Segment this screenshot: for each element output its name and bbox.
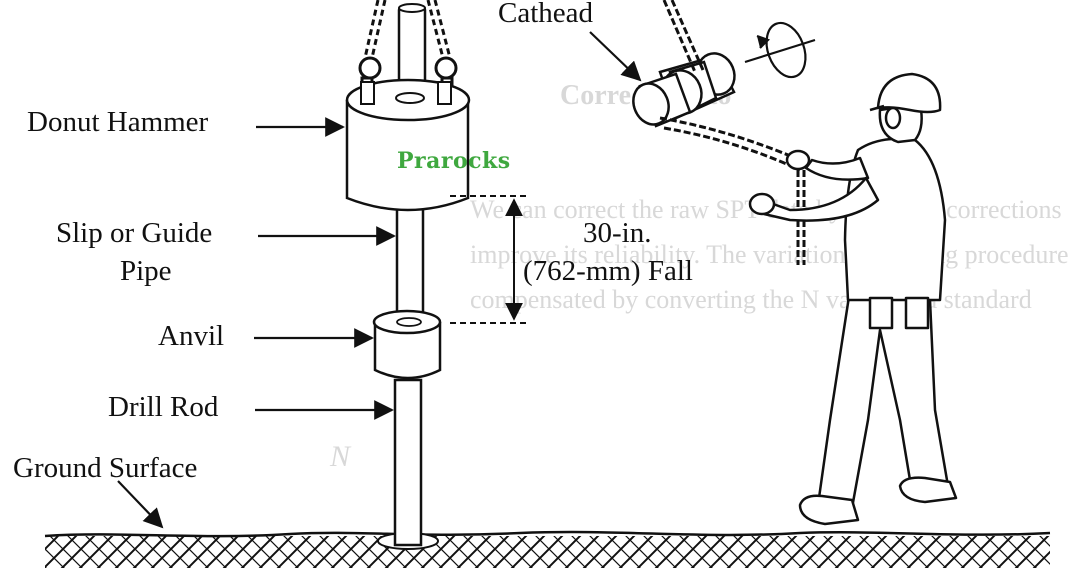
- donut-hammer: [345, 78, 471, 212]
- donut-hammer-label: Donut Hammer: [27, 106, 209, 138]
- slip-guide-label-line1: Slip or Guide: [56, 217, 213, 249]
- slip-guide-label-line2: Pipe: [120, 255, 172, 287]
- anvil-label: Anvil: [158, 320, 225, 352]
- drill-rod: [393, 378, 423, 547]
- ghost-line-2: improve its reliability. The variations …: [470, 240, 1069, 269]
- rotation-arrow-icon: [744, 21, 816, 79]
- ghost-symbol: N: [330, 440, 351, 473]
- cathead: [632, 52, 736, 128]
- guide-pipe: [395, 3, 427, 329]
- operator-figure: [748, 72, 958, 526]
- cathead-label: Cathead: [498, 0, 594, 29]
- anvil: [372, 309, 442, 380]
- watermark: Prarocks: [397, 148, 511, 174]
- rope-icon: [659, 0, 806, 265]
- ground-surface-label: Ground Surface: [13, 452, 198, 484]
- ground: [44, 530, 1051, 568]
- drill-rod-label: Drill Rod: [108, 391, 219, 423]
- fall-label-line1: 30-in.: [583, 217, 652, 249]
- fall-label-line2: (762-mm) Fall: [523, 255, 693, 287]
- fall-dimension: [450, 195, 528, 324]
- label-arrows: [117, 31, 642, 529]
